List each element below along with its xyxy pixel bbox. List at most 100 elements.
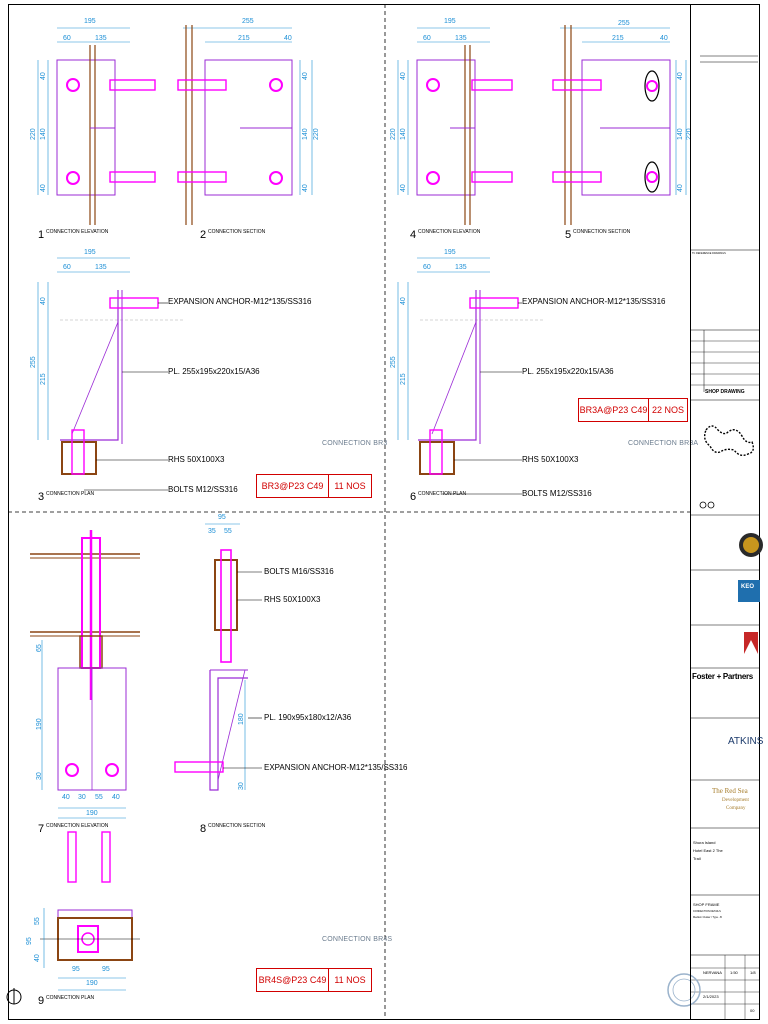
qty-box-br4s: BR4S@P23 C49 11 NOS (256, 968, 372, 992)
dim-135-d3: 135 (95, 264, 107, 271)
dim-195-d4: 195 (444, 18, 456, 25)
project-line1: Shura Island (693, 840, 716, 845)
dim-255-d6: 255 (390, 356, 397, 368)
dim-180-d8: 180 (238, 713, 245, 725)
dim-220-d1: 220 (30, 128, 37, 140)
qty-box-br3a: BR3A@P23 C49 22 NOS (578, 398, 688, 422)
dim-60-d6: 60 (423, 264, 431, 271)
dim-220-d4: 220 (390, 128, 397, 140)
dim-35-d8: 35 (208, 528, 216, 535)
detail-7-number: 7 (38, 823, 45, 835)
dim-40-d1b: 40 (40, 184, 47, 192)
dim-30-d7: 30 (36, 772, 43, 780)
dim-40-d2a: 40 (302, 72, 309, 80)
dim-40-d2b: 40 (302, 184, 309, 192)
detail-6-number: 6 (410, 491, 417, 503)
detail-4-number: 4 (410, 229, 417, 241)
dim-220-d2: 220 (313, 128, 320, 140)
dim-95-d9a: 95 (72, 966, 80, 973)
detail-1-drawing (37, 27, 156, 225)
note-plate-br3a: PL. 255x195x220x15/A36 (522, 367, 614, 376)
qty-count-br3a: 22 NOS (651, 405, 684, 415)
qty-ref-br3: BR3@P23 C49 (257, 475, 329, 497)
qty-count-br3: 11 NOS (334, 481, 366, 491)
revision: 00 (750, 1008, 755, 1013)
dim-215-d3: 215 (40, 373, 47, 385)
note-expansion-anchor-br3a: EXPANSION ANCHOR-M12*135/SS316 (522, 297, 666, 306)
dim-195-d3: 195 (84, 249, 96, 256)
title-block-graphics (667, 55, 763, 1020)
note-plate-br4s: PL. 190x95x180x12/A36 (264, 713, 352, 722)
title-block-shop-drawing: SHOP DRAWING (705, 389, 745, 395)
qty-ref-br4s: BR4S@P23 C49 (257, 969, 329, 991)
dim-60-d3: 60 (63, 264, 71, 271)
note-bolts-br4s: BOLTS M16/SS316 (264, 567, 334, 576)
note-plate-br3: PL. 255x195x220x15/A36 (168, 367, 260, 376)
dim-40-d5a: 40 (677, 72, 684, 80)
dim-140-d2: 140 (302, 128, 309, 140)
dim-135-d1: 135 (95, 35, 107, 42)
detail-3-caption: CONNECTION PLAN (46, 491, 95, 497)
dim-30-d7b: 30 (78, 794, 86, 801)
note-rhs-br4s: RHS 50X100X3 (264, 595, 321, 604)
detail-2-drawing (177, 25, 313, 225)
dim-40-d3: 40 (40, 297, 47, 305)
title-line1: SHOP FRAME (693, 902, 720, 907)
connection-br3a-label: CONNECTION BR3A (628, 440, 699, 447)
dim-40-d6: 40 (400, 297, 407, 305)
project-line2: Hotel East 2 The (693, 848, 723, 853)
connection-br3-label: CONNECTION BR3 (322, 440, 388, 447)
dim-195-d6: 195 (444, 249, 456, 256)
detail-4-caption: CONNECTION ELEVATION (418, 229, 481, 235)
detail-7-caption: CONNECTION ELEVATION (46, 823, 109, 829)
detail-7-drawing (30, 530, 140, 819)
dim-255-d5: 255 (618, 20, 630, 27)
detail-3-number: 3 (38, 491, 45, 503)
title-block-reference-drawings: TC REFERENCE DRAWINGS (692, 252, 726, 255)
dim-65-d7: 65 (36, 644, 43, 652)
dim-135-d4: 135 (455, 35, 467, 42)
detail-9-caption: CONNECTION PLAN (46, 995, 95, 1001)
detail-4-drawing (397, 27, 513, 225)
note-bolts-br3: BOLTS M12/SS316 (168, 485, 238, 494)
dim-195-d1: 195 (84, 18, 96, 25)
dim-40-d7a: 40 (62, 794, 70, 801)
note-expansion-anchor-br3: EXPANSION ANCHOR-M12*135/SS316 (168, 297, 312, 306)
keo-logo: KEO (741, 584, 755, 590)
dim-40-d2: 40 (284, 35, 292, 42)
detail-9-drawing (6, 831, 140, 1005)
detail-5-drawing (552, 25, 687, 225)
detail-9-number: 9 (38, 995, 45, 1007)
dim-95-d8: 95 (218, 514, 226, 521)
date: 2/1/2023 (703, 994, 719, 999)
dim-215-d5: 215 (612, 35, 624, 42)
red-sea-logo-line1: The Red Sea (712, 787, 748, 795)
foster-partners-logo: Foster + Partners (692, 672, 753, 681)
detail-6-caption: CONNECTION PLAN (418, 491, 467, 497)
dim-95-d9b: 95 (102, 966, 110, 973)
dim-140-d4: 140 (400, 128, 407, 140)
qty-count-br4s: 11 NOS (334, 975, 366, 985)
detail-8-drawing (174, 523, 262, 791)
detail-8-number: 8 (200, 823, 207, 835)
note-rhs-br3: RHS 50X100X3 (168, 455, 225, 464)
dim-215-d2: 215 (238, 35, 250, 42)
dim-40-d1a: 40 (40, 72, 47, 80)
dim-255-d2: 255 (242, 18, 254, 25)
dim-60-d4: 60 (423, 35, 431, 42)
connection-br4s-label: CONNECTION BR4S (322, 936, 393, 943)
dim-60-d1: 60 (63, 35, 71, 42)
dim-40-d4a: 40 (400, 72, 407, 80)
detail-1-caption: CONNECTION ELEVATION (46, 229, 109, 235)
note-expansion-anchor-br4s: EXPANSION ANCHOR-M12*135/SS316 (264, 763, 408, 772)
dim-30-d8: 30 (238, 782, 245, 790)
detail-8-caption: CONNECTION SECTION (208, 823, 266, 829)
title-block (690, 4, 760, 1020)
dim-55-d7: 55 (95, 794, 103, 801)
detail-2-number: 2 (200, 229, 207, 241)
dim-140-d5: 140 (677, 128, 684, 140)
dim-215-d6: 215 (400, 373, 407, 385)
drawn-by: NERVANA (703, 970, 722, 975)
note-rhs-br3a: RHS 50X100X3 (522, 455, 579, 464)
